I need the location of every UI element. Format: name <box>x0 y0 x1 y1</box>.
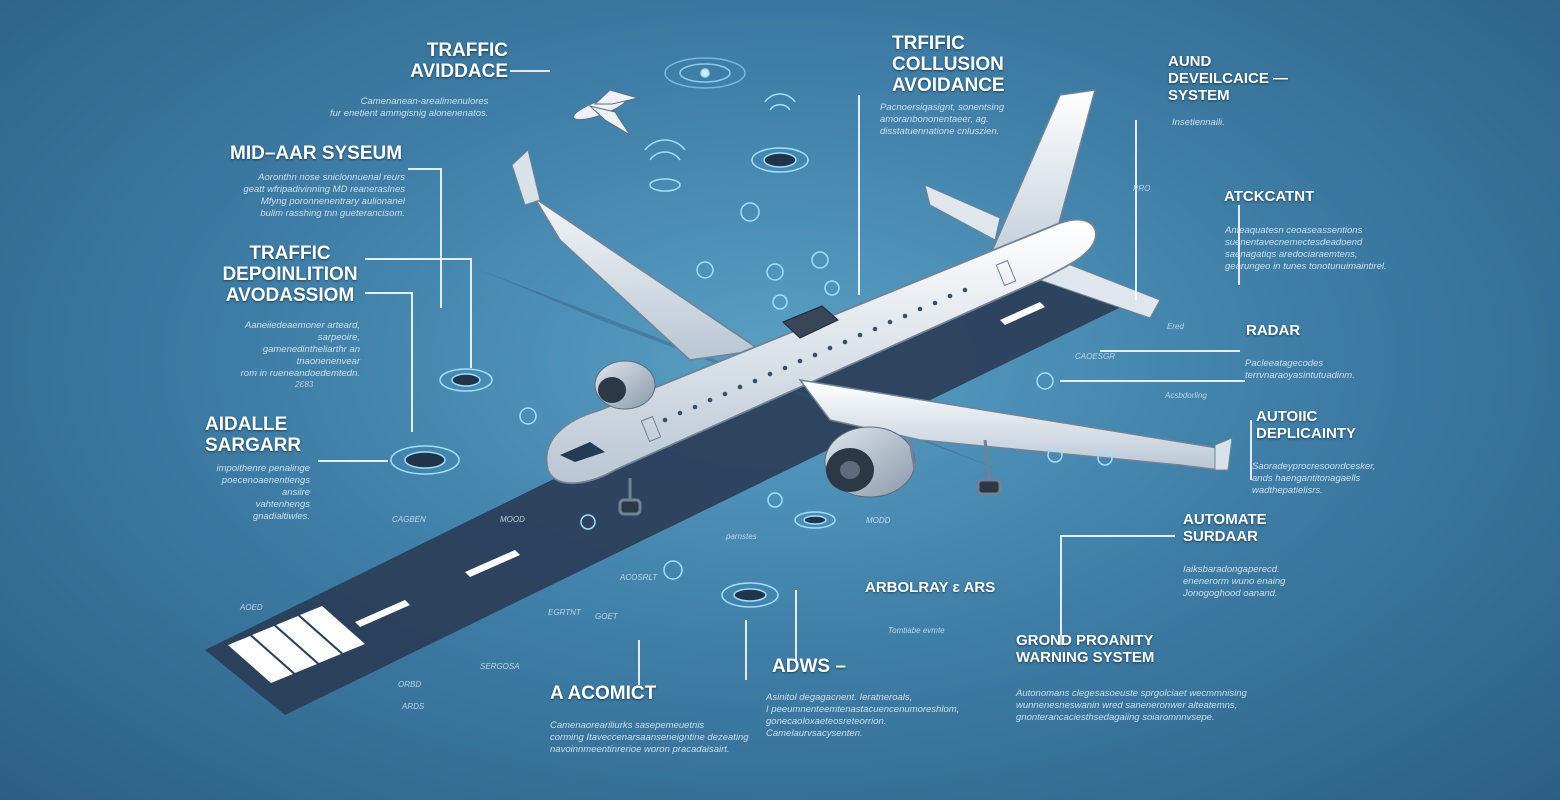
leader-line <box>318 460 388 462</box>
leader-line <box>1060 535 1175 537</box>
aund-desc: Insetiennaili. <box>1172 117 1225 128</box>
leader-line <box>440 168 442 308</box>
leader-line <box>510 70 550 72</box>
leader-line <box>1250 420 1252 480</box>
leader-line <box>745 620 747 680</box>
leader-line <box>1060 380 1245 382</box>
automate-surdaar-desc: Iaiksbaradongaperecd. enenerorm wuno ena… <box>1183 564 1286 599</box>
leader-line <box>470 258 472 368</box>
cockpit-windows <box>560 442 605 462</box>
horizontal-stabilizer-left <box>924 184 1001 241</box>
tag-pro: PRO <box>1133 184 1151 193</box>
leader-line <box>1060 535 1062 645</box>
adws-desc: Asinitol degagacnent. Ieratneroals, I pe… <box>766 692 960 739</box>
tag-aoed: AOED <box>240 603 263 612</box>
right-winglet <box>1214 437 1233 471</box>
tag-modd: MODD <box>866 516 891 525</box>
traffic-avoidance-title: TRAFFIC AVIDDACE <box>410 40 508 82</box>
tag-goet: GOET <box>595 612 618 621</box>
leader-line <box>411 292 413 432</box>
automate-surdaar-title: AUTOMATE SURDAAR <box>1183 511 1267 545</box>
a-acomict-desc: Camenaoreariliurks sasepemeuetnis cormin… <box>550 720 749 755</box>
cabin-windows <box>662 287 968 423</box>
leader-line <box>365 292 412 294</box>
tag-ards: ARDS <box>402 702 425 711</box>
roof-radar-unit <box>782 305 839 339</box>
atckcatnt-title: ATCKCATNT <box>1224 188 1315 205</box>
tag-sergosa: SERGOSA <box>480 662 520 671</box>
landing-gear <box>618 439 1002 516</box>
radar-title: RADAR <box>1246 322 1301 339</box>
runway-centerline <box>355 302 1045 627</box>
leader-line <box>1100 350 1240 352</box>
leader-line <box>365 258 470 260</box>
rear-door <box>995 259 1017 287</box>
a-acomict-title: A ACOMICT <box>550 683 657 704</box>
tag-acosrlt: ACOSRLT <box>620 573 658 582</box>
leader-line <box>1135 120 1137 300</box>
radar-desc: Pacleeatagecodes terrvnaraoyasintutuadin… <box>1245 358 1355 381</box>
autoic-title: AUTOIIC DEPLICAINTY <box>1256 408 1357 442</box>
runway-threshold-stripes <box>228 606 365 683</box>
aidalle-title: AIDALLE SARGARR <box>205 414 302 456</box>
front-door <box>640 415 662 443</box>
tag-parnstes: parnstes <box>726 532 757 541</box>
mid-air-title: MID–AAR SYSEUM <box>230 143 403 164</box>
small-aircraft <box>573 89 639 136</box>
traffic-avoidance-desc: Camenanean-arealimenulores fur enetient … <box>330 96 489 119</box>
tag-orbd: ORBD <box>398 680 422 689</box>
tag-mood: MOOD <box>500 515 525 524</box>
arbolray-title: ARBOLRAY ɛ ARS <box>865 579 996 596</box>
label-traffic-avoidance: TRAFFIC AVIDDACE <box>398 40 508 82</box>
adws-title: ADWS – <box>772 656 846 677</box>
tag-acsbdorling: Acsbdorling <box>1165 391 1207 400</box>
atckcatnt-desc: Anfeaquatesn ceoaseassentions suenentave… <box>1225 225 1387 272</box>
trific-collusion-title: TRFIFIC COLLUSION AVOIDANCE <box>892 33 1005 96</box>
grond-title: GROND PROANITY WARNING SYSTEM <box>1016 632 1155 666</box>
leader-line <box>638 640 640 685</box>
leader-line <box>795 590 797 660</box>
mid-air-desc: Aoronthn nose sniclonnuenal reurs geatt … <box>243 172 405 219</box>
tag-tomtelabe: Tomtiabe evmte <box>888 626 945 635</box>
left-winglet <box>511 149 541 206</box>
leader-line <box>858 95 860 295</box>
leader-line <box>408 168 440 170</box>
tag-ered: Ered <box>1167 322 1184 331</box>
aidalle-desc: impoithenre penalinge poecenoaenentiengs… <box>216 463 310 522</box>
tag-cagben: CAGBEN <box>392 515 426 524</box>
autoic-desc: Saoradeyprocresoondcesker, ands haengant… <box>1252 461 1376 496</box>
fuselage <box>545 218 1097 485</box>
traffic-depoinlition-title: TRAFFIC DEPOINLITION AVODASSIOM <box>222 243 358 306</box>
traffic-depoinlition-desc: Aaneiiedeaemoner arteard, sarpeoire, gam… <box>240 320 360 379</box>
grond-desc: Autonomans clegesasoeuste sprgolciaet we… <box>1016 688 1247 723</box>
leader-line <box>1238 205 1240 285</box>
tag-2023: 2Ɛ83 <box>295 380 314 389</box>
aund-title: AUND DEVEILCAICE — SYSTEM <box>1168 53 1289 104</box>
runway <box>205 255 1125 715</box>
sensor-beacons <box>390 57 1113 608</box>
trific-collusion-desc: Pacnoersiqasignt, sonentsing amoranbonon… <box>880 102 1005 137</box>
tag-egrtnt: EGRTNT <box>548 608 581 617</box>
tag-caoessgr: CAOESGR <box>1075 352 1116 361</box>
